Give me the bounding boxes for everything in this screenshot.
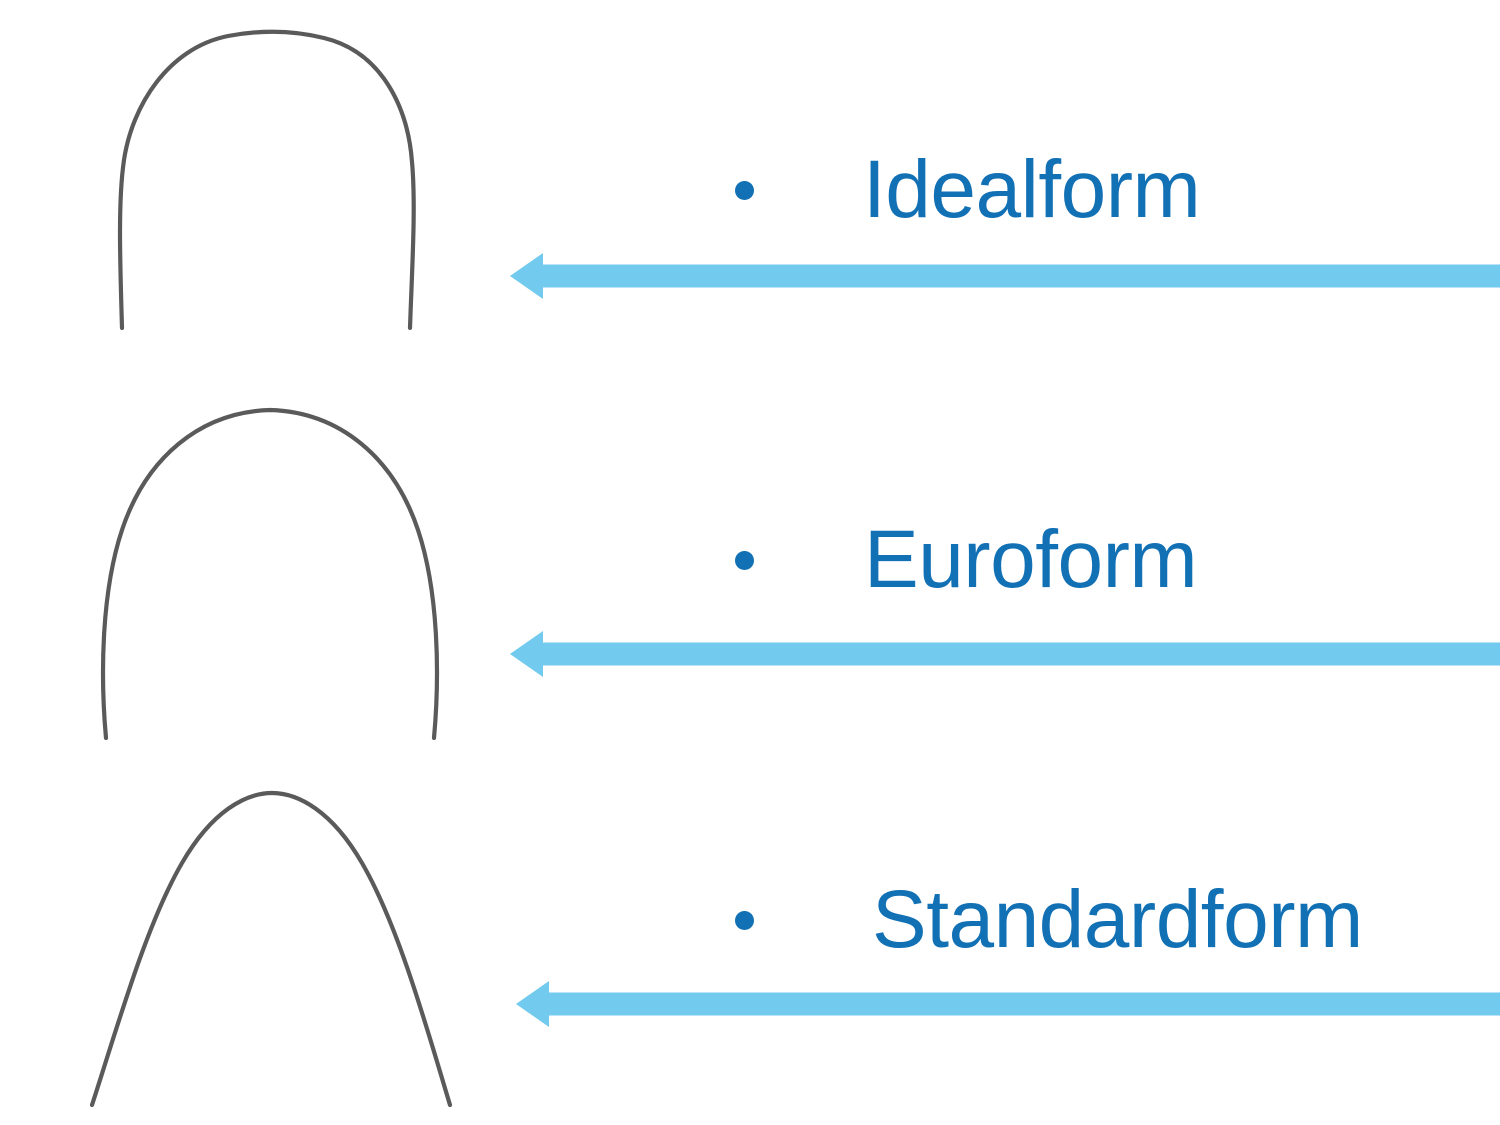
list-item: Euroform <box>735 513 1198 607</box>
arrow-left-icon <box>516 981 1500 1027</box>
list-item: Idealform <box>735 143 1201 237</box>
idealform-archwire-drawing <box>117 29 416 331</box>
standardform-archwire-drawing <box>89 790 453 1108</box>
bullet-icon <box>735 910 754 930</box>
arrow-left-euroform <box>510 631 1500 677</box>
list-item-label: Euroform <box>864 514 1198 605</box>
arrow-left-standardform <box>516 981 1500 1027</box>
euroform-archwire <box>60 390 480 750</box>
list-item-label: Idealform <box>863 144 1201 235</box>
euroform-archwire-drawing <box>100 407 440 741</box>
list-item: Standardform <box>735 873 1363 967</box>
idealform-archwire <box>60 10 480 350</box>
list-item-label: Standardform <box>872 874 1363 965</box>
arrow-left-icon <box>510 253 1500 299</box>
bullet-icon <box>735 180 754 200</box>
bullet-icon <box>735 550 754 570</box>
arrow-left-icon <box>510 631 1500 677</box>
standardform-archwire <box>60 775 480 1115</box>
arrow-left-idealform <box>510 253 1500 299</box>
